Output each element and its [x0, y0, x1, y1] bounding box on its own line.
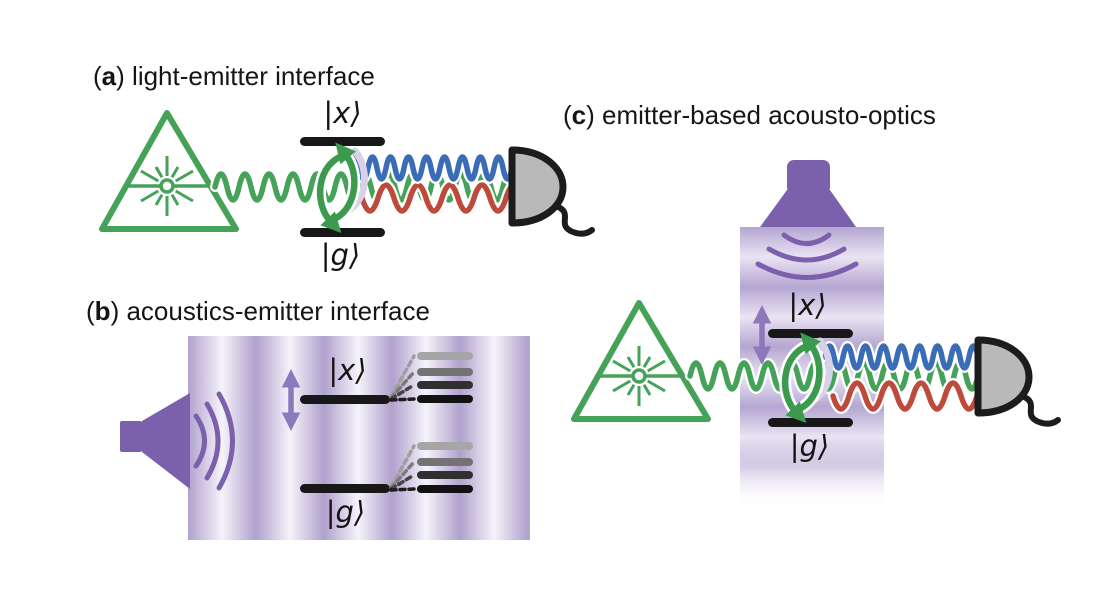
panel-a-title-text: light-emitter interface: [124, 61, 375, 91]
cycle-arrow-up: [325, 142, 358, 225]
optical-cycle-arrows-icon: [314, 142, 369, 233]
red-photon-wave: [359, 182, 525, 214]
panel-a-index-open: (: [93, 61, 102, 91]
acoustic-wave-icon: [193, 391, 235, 491]
acoustic-wave-icon: [755, 232, 859, 280]
panel-c-ground-state-label: |g⟩: [789, 429, 830, 463]
sideband-bar: [417, 352, 473, 360]
phonon-sideband-levels-g: [417, 442, 473, 493]
sideband-fan-g: [389, 444, 416, 492]
sound-arc-2: [204, 401, 221, 481]
sideband-bar: [417, 395, 473, 403]
panel-b-title-text: acoustics-emitter interface: [119, 296, 430, 326]
transducer-stem: [787, 160, 830, 194]
panel-c-index-close: ): [586, 100, 595, 130]
panel-b-index-open: (: [86, 296, 95, 326]
panel-b-index-close: ): [110, 296, 120, 326]
sideband-bar: [417, 442, 473, 450]
excited-level-bar: [300, 137, 385, 146]
ground-level-bar: [768, 418, 853, 427]
acoustic-standing-wave-field-b: [188, 336, 530, 540]
detector-body: [974, 336, 1033, 417]
laser-triangle: [571, 300, 711, 422]
photon-wave-icon: [210, 152, 527, 216]
photodetector-icon: [508, 146, 595, 237]
sideband-bar: [417, 368, 473, 376]
sideband-fan-x: [389, 354, 416, 402]
panel-c-excited-state-label: |x⟩: [788, 288, 827, 322]
sound-arc-3: [216, 391, 235, 491]
sideband-bar: [417, 458, 473, 466]
speaker-cone: [142, 393, 190, 489]
speaker-icon: [120, 393, 190, 489]
fan-line: [389, 370, 416, 400]
starburst-center: [631, 368, 647, 384]
starburst-center: [159, 178, 175, 194]
sound-arc-3: [755, 261, 859, 280]
fan-line: [389, 487, 416, 492]
sound-arc-2: [766, 246, 847, 263]
panel-a-title: (a) light-emitter interface: [93, 61, 375, 92]
transducer-horn: [760, 190, 856, 227]
panel-a-graphics: [99, 110, 595, 237]
transducer-icon: [760, 160, 856, 227]
starburst-icon: [612, 346, 666, 406]
ground-level-bar: [300, 484, 390, 493]
excited-level-bar: [768, 329, 853, 338]
photon-wave-icon: [685, 341, 992, 414]
detector-wire: [553, 203, 595, 237]
fan-line: [389, 460, 416, 490]
panel-a-index-close: ): [116, 61, 125, 91]
photodetector-icon: [974, 336, 1061, 427]
detector-wire: [1019, 393, 1061, 427]
panel-a-index: a: [101, 61, 117, 91]
fan-line: [389, 473, 416, 491]
sound-arc-1: [193, 413, 207, 469]
fan-line: [389, 444, 416, 489]
starburst-icon: [140, 156, 194, 216]
fan-line: [389, 397, 416, 402]
sound-arc-1: [781, 232, 832, 246]
sideband-bar: [417, 471, 473, 479]
sideband-bar: [417, 485, 473, 493]
optical-cycle-arrows-icon: [779, 332, 834, 423]
cycle-arrow-up: [790, 332, 823, 415]
phonon-sideband-levels-x: [417, 352, 473, 403]
panel-a-ground-state-label: |g⟩: [320, 238, 361, 272]
panel-b-title: (b) acoustics-emitter interface: [86, 296, 430, 327]
panel-c-title: (c) emitter-based acousto-optics: [563, 100, 936, 131]
detector-body: [508, 146, 567, 227]
panel-b-graphics: [120, 352, 473, 493]
red-photon-wave: [830, 380, 980, 412]
panel-c-index: c: [571, 100, 587, 130]
fan-line: [389, 383, 416, 401]
speaker-body: [120, 421, 142, 452]
excited-level-bar: [300, 395, 390, 404]
panel-a-excited-state-label: |x⟩: [323, 96, 362, 130]
panel-b-excited-state-label: |x⟩: [328, 353, 367, 387]
blue-photon-wave: [822, 343, 990, 371]
laser-icon: [99, 110, 239, 232]
fan-line: [389, 354, 416, 399]
laser-icon: [571, 300, 711, 422]
green-photon-wave: [687, 360, 981, 392]
sideband-bar: [417, 381, 473, 389]
panel-b-ground-state-label: |g⟩: [325, 495, 366, 529]
panel-c-title-text: emitter-based acousto-optics: [594, 100, 936, 130]
panel-c-graphics: [571, 160, 1061, 427]
panel-c-index-open: (: [563, 100, 572, 130]
laser-triangle: [99, 110, 239, 232]
blue-photon-wave: [347, 154, 524, 182]
panel-b-index: b: [94, 296, 111, 326]
ground-level-bar: [300, 228, 385, 237]
